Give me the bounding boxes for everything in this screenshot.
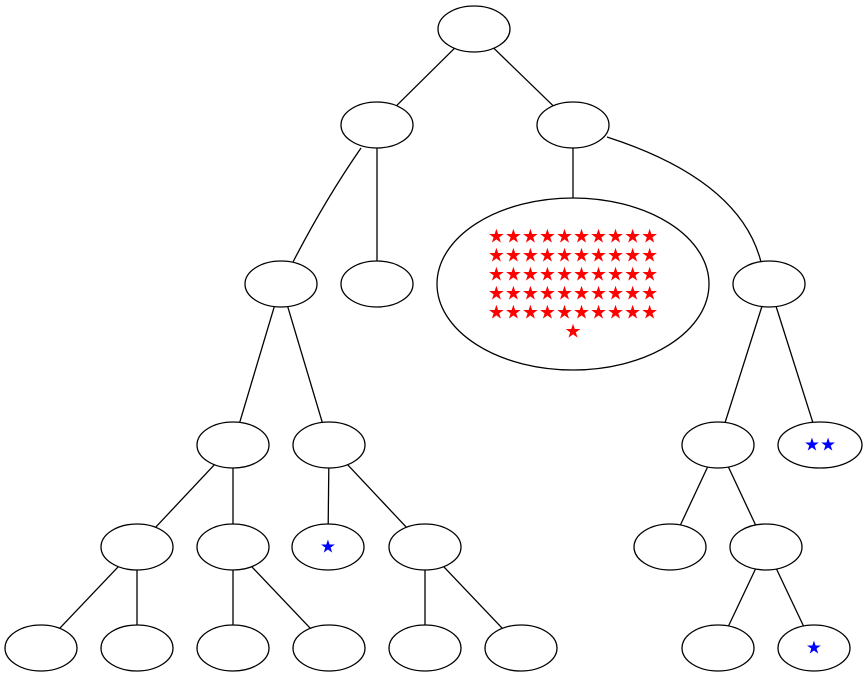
edge-n11-n17 bbox=[59, 566, 119, 629]
tree-node-n6 bbox=[732, 260, 806, 308]
node-star-label: ★ bbox=[320, 537, 336, 558]
node-ellipse bbox=[244, 260, 318, 308]
node-ellipse bbox=[536, 101, 610, 149]
tree-node-n19 bbox=[196, 624, 270, 672]
tree-node-n21 bbox=[388, 624, 462, 672]
node-ellipse bbox=[681, 421, 755, 469]
edge-n8-n13 bbox=[327, 467, 330, 525]
edge-n3-n8 bbox=[287, 306, 323, 423]
node-ellipse bbox=[777, 421, 863, 469]
edge-n1-n3 bbox=[292, 147, 362, 263]
nodes-layer: ★★★★★★★★★★★★★★★★★★★★★★★★★★★★★★★★★★★★★★★★… bbox=[4, 5, 863, 672]
tree-node-n12 bbox=[196, 523, 270, 571]
node-ellipse bbox=[4, 624, 78, 672]
tree-node-n9 bbox=[681, 421, 755, 469]
tree-node-n7 bbox=[196, 421, 270, 469]
node-ellipse bbox=[388, 624, 462, 672]
tree-node-n0 bbox=[437, 5, 511, 53]
edge-n16-n23 bbox=[727, 568, 757, 627]
node-star-label: ★★ bbox=[804, 435, 836, 456]
node-ellipse bbox=[484, 624, 558, 672]
edge-n9-n15 bbox=[679, 466, 709, 526]
tree-node-n4 bbox=[340, 260, 414, 308]
node-ellipse bbox=[196, 421, 270, 469]
node-ellipse bbox=[100, 523, 174, 571]
tree-node-n17 bbox=[4, 624, 78, 672]
node-ellipse bbox=[292, 421, 366, 469]
tree-node-n25: ★ bbox=[777, 624, 851, 672]
node-ellipse bbox=[292, 624, 366, 672]
node-ellipse bbox=[732, 260, 806, 308]
node-ellipse bbox=[196, 624, 270, 672]
edge-n9-n16 bbox=[727, 466, 757, 526]
node-star-label: ★★★★★★★★★★★★★★★★★★★★★★★★★★★★★★★★★★★★★★★★… bbox=[488, 226, 658, 343]
node-ellipse bbox=[777, 624, 851, 672]
node-ellipse bbox=[388, 523, 462, 571]
node-ellipse bbox=[437, 5, 511, 53]
node-ellipse bbox=[340, 101, 414, 149]
node-ellipse bbox=[100, 624, 174, 672]
edge-n12-n20 bbox=[251, 566, 311, 629]
tree-node-n5: ★★★★★★★★★★★★★★★★★★★★★★★★★★★★★★★★★★★★★★★★… bbox=[436, 197, 710, 371]
edges-layer bbox=[59, 47, 814, 629]
node-ellipse bbox=[633, 523, 707, 571]
node-star-label: ★ bbox=[806, 638, 822, 659]
edge-n3-n7 bbox=[239, 306, 275, 423]
tree-node-n23 bbox=[681, 624, 755, 672]
edge-n14-n22 bbox=[443, 566, 503, 629]
node-ellipse bbox=[340, 260, 414, 308]
edge-n2-n6 bbox=[606, 136, 762, 263]
node-ellipse bbox=[291, 523, 365, 571]
edge-n7-n11 bbox=[155, 464, 215, 528]
edge-n16-n25 bbox=[775, 568, 805, 627]
edge-n0-n2 bbox=[493, 47, 554, 107]
tree-node-n11 bbox=[100, 523, 174, 571]
edge-n6-n10 bbox=[775, 306, 814, 423]
tree-node-n16 bbox=[729, 523, 803, 571]
tree-node-n15 bbox=[633, 523, 707, 571]
tree-node-n18 bbox=[100, 624, 174, 672]
tree-node-n10: ★★ bbox=[777, 421, 863, 469]
tree-node-n13: ★ bbox=[291, 523, 365, 571]
tree-node-n1 bbox=[340, 101, 414, 149]
node-ellipse bbox=[729, 523, 803, 571]
tree-node-n3 bbox=[244, 260, 318, 308]
edge-n8-n14 bbox=[347, 464, 407, 528]
node-ellipse bbox=[681, 624, 755, 672]
node-ellipse bbox=[436, 197, 710, 371]
edge-n0-n1 bbox=[396, 47, 455, 107]
tree-node-n20 bbox=[292, 624, 366, 672]
tree-node-n22 bbox=[484, 624, 558, 672]
edge-n6-n9 bbox=[724, 306, 763, 423]
tree-node-n14 bbox=[388, 523, 462, 571]
node-ellipse bbox=[196, 523, 270, 571]
tree-node-n2 bbox=[536, 101, 610, 149]
tree-node-n8 bbox=[292, 421, 366, 469]
